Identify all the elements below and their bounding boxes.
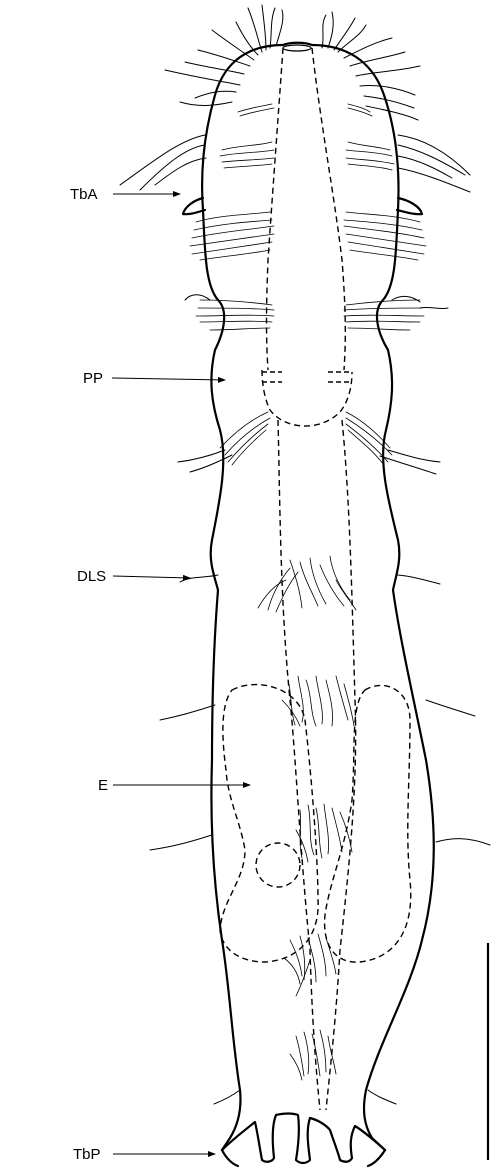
posterior-adhesive-tubes bbox=[222, 1114, 385, 1167]
lateral-setae-anterior bbox=[120, 135, 470, 192]
label-dls: DLS bbox=[77, 568, 106, 585]
lateral-setae-posterior bbox=[150, 575, 490, 1104]
label-dls-arrow bbox=[113, 576, 190, 578]
label-dls-group: DLS bbox=[77, 568, 190, 585]
label-tba-group: TbA bbox=[70, 186, 180, 203]
body-outline bbox=[202, 43, 434, 1150]
anterior-adhesive-tubes bbox=[183, 198, 422, 214]
gut-outline bbox=[262, 48, 356, 1110]
head-cilia bbox=[165, 5, 420, 120]
label-tbp: TbP bbox=[73, 1146, 101, 1163]
ciliary-bands bbox=[178, 104, 448, 474]
label-pp-arrow bbox=[112, 378, 225, 380]
label-e: E bbox=[98, 777, 108, 794]
egg-outline bbox=[220, 685, 411, 963]
label-pp-group: PP bbox=[83, 370, 225, 387]
label-tbp-group: TbP bbox=[73, 1146, 215, 1163]
label-tba: TbA bbox=[70, 186, 98, 203]
label-pp: PP bbox=[83, 370, 103, 387]
ventral-cilia-fields bbox=[258, 556, 356, 1080]
